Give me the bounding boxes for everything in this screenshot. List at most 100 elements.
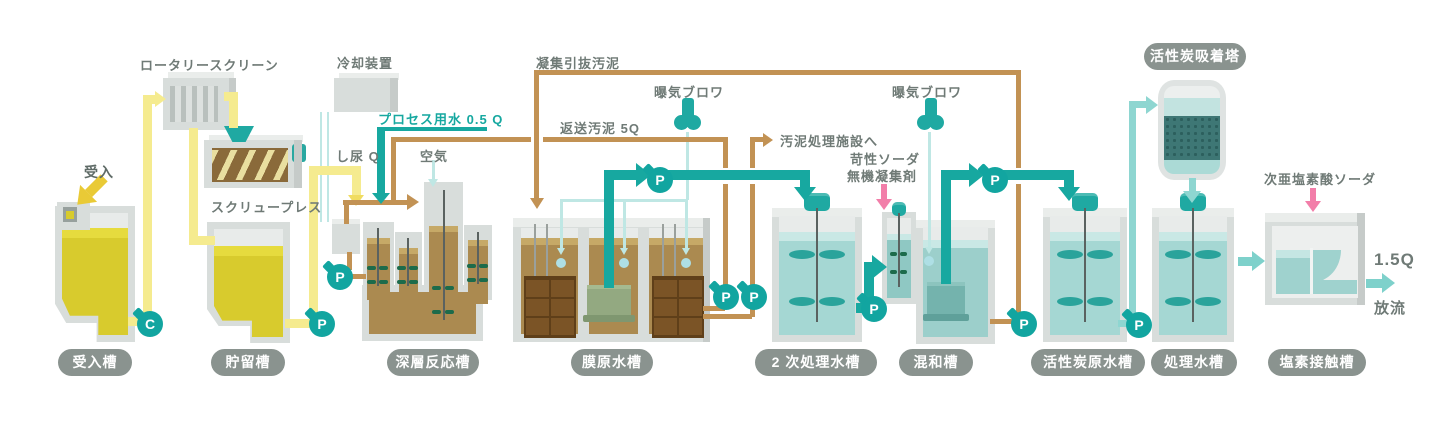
label-aeration-blower-1: 曝気ブロワ [654,85,725,100]
label-sodium-hypochlorite: 次亜塩素酸ソーダ [1264,172,1377,187]
aeration-blower-icon [917,98,944,132]
pill-receiving-tank: 受入槽 [58,349,132,376]
pump-carbon-feed: P [1126,312,1152,338]
carbon-feed-riser [1129,101,1136,322]
stirrer-shaft [1084,208,1086,322]
pill-carbon-raw: 活性炭原水槽 [1031,349,1145,376]
caustic-dosing-line [881,184,887,200]
to-sludge-facility-arrowhead [763,133,773,147]
stirrer-blade [1057,297,1083,306]
hypochlorite-dosing-line [1310,188,1316,202]
stirrer-blade [1057,250,1083,259]
night-soil-riser [309,166,318,324]
mixing-outlet-pipe [941,170,951,284]
diffuser [681,258,691,268]
stirrer-blade [1195,250,1221,259]
cooling-device-top [339,73,399,80]
cooling-device-side [390,78,398,112]
pill-membrane-raw: 膜原水槽 [571,349,653,376]
label-rotary-screen: ロータリースクリーン [140,58,279,73]
label-coagulated-sludge: 凝集引抜汚泥 [536,56,621,71]
deep-reactor-shaft-center [443,190,445,320]
pill-treated-water: 処理水槽 [1151,349,1237,376]
diffuser [619,258,629,268]
rotary-screen-slats [170,86,218,122]
stirrer-blade [789,250,815,259]
pump-cooling-loop: P [327,264,353,290]
mixing-submersible-pump [927,282,965,320]
to-chlorine-pipe [1238,257,1253,266]
stirrer-blade [1165,250,1191,259]
process-water-arrowhead [372,193,390,204]
label-to-sludge-facility: 汚泥処理施設へ [780,134,879,149]
screw-press-screw [212,150,288,180]
screw-press-hopper [224,126,254,142]
stirrer-shaft [1192,208,1194,322]
label-process-water: プロセス用水 0.5 Q [378,112,504,127]
receiving-inlet-liquid [66,211,74,219]
pump-mixing-out: P [982,167,1008,193]
deep-reactor-shaft-2 [407,238,409,286]
pill-deep-reactor: 深層反応槽 [387,349,479,376]
mixing-small-motor [892,202,906,216]
pump-return-sludge: P [713,284,739,310]
storage-outlet-pipe [285,319,315,328]
rotary-screen-top [168,72,234,80]
process-water-line [379,127,487,131]
label-discharge: 放流 [1374,300,1407,317]
label-cooling-device: 冷却装置 [337,56,394,71]
membrane-tank-side [703,218,710,342]
pill-carbon-tower: 活性炭吸着塔 [1144,43,1246,70]
return-sludge-arrowhead [407,194,419,210]
tower-outlet-pipe [1189,178,1196,192]
membrane-module [677,276,704,338]
screw-press-side [294,140,302,188]
label-receiving-input: 受入 [84,164,114,180]
hx-top-pipe [344,202,349,224]
membrane-module [549,276,576,338]
diffuser [924,256,934,266]
pump-coagulated-sludge: P [1011,311,1037,337]
coagulated-sludge-line [534,70,1021,75]
pump-c-receiving: C [137,311,163,337]
air-line [432,160,435,180]
storage-tank-inner [214,229,283,249]
air-arrowhead [428,179,438,187]
pump-storage: P [309,311,335,337]
blower2-line [928,132,931,248]
pill-secondary-treated: 2 次処理水槽 [755,349,877,376]
aeration-blower-icon [674,98,701,132]
tower-head [1164,86,1220,100]
label-air: 空気 [420,149,449,164]
storage-tank-liquid-surface [214,246,283,256]
label-aeration-blower-2: 曝気ブロワ [892,85,963,100]
heat-exchanger-body [332,224,360,254]
to-screen-arrowhead [155,91,166,107]
tower-water-top [1164,98,1220,116]
stirrer-blade [789,297,815,306]
stirrer-blade [1195,297,1221,306]
submersible-pump-base [583,315,635,322]
stirrer-blade [1087,297,1113,306]
pill-storage-tank: 貯留槽 [211,349,285,376]
pill-mixing-tank: 混和槽 [899,349,973,376]
membrane-module [652,276,679,338]
label-screw-press: スクリュープレス [211,200,323,215]
discharge-pipe [1366,279,1383,288]
screw-press-top [209,135,303,142]
pump-secondary-out: P [861,296,887,322]
stirrer-blade [819,250,845,259]
mixing-submersible-base [923,314,969,321]
stirrer-blade [819,297,845,306]
chlorine-water-right [1313,280,1357,294]
stirrer-blade [1087,250,1113,259]
deep-reactor-shaft-1 [377,228,379,286]
pump-waste-sludge: P [741,284,767,310]
diffuser [556,258,566,268]
tower-water-bottom [1164,160,1220,174]
hx-bottom-pipe [347,252,352,270]
lift-pipe [143,95,152,317]
pump-membrane-permeate: P [647,167,673,193]
blower1-line [686,132,689,200]
